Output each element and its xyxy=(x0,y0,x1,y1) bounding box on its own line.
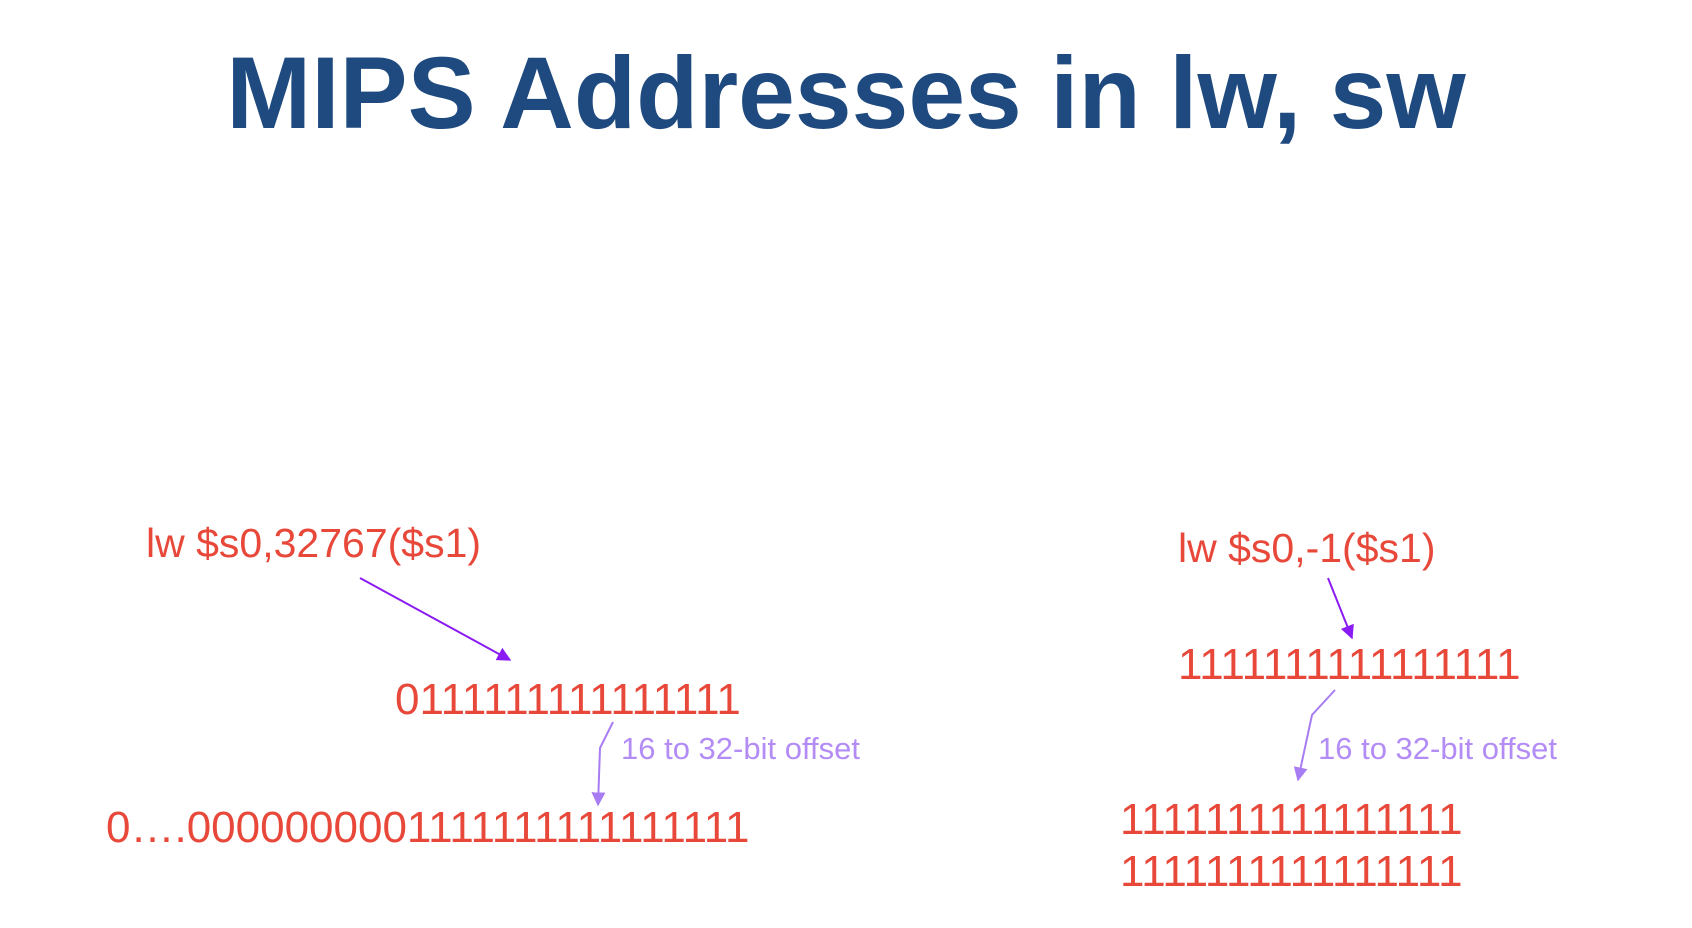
right-offset-32bit-line1: 1111111111111111 xyxy=(1120,795,1463,844)
left-instruction: lw $s0,32767($s1) xyxy=(146,520,482,566)
left-instruction-arrow xyxy=(359,577,512,661)
slide-title: MIPS Addresses in lw, sw xyxy=(226,36,1466,150)
right-offset-16bit: 1111111111111111 xyxy=(1178,640,1521,689)
right-extension-label: 16 to 32-bit offset xyxy=(1318,731,1557,766)
left-extension-label: 16 to 32-bit offset xyxy=(621,731,860,766)
left-extension-arrow xyxy=(591,721,614,807)
left-offset-32bit: 0….0000000001111111111111111 xyxy=(106,803,750,852)
left-offset-16bit: 0111111111111111 xyxy=(395,675,741,724)
right-offset-32bit-line2: 1111111111111111 xyxy=(1120,847,1463,896)
right-instruction-arrow xyxy=(1327,577,1354,640)
right-instruction: lw $s0,-1($s1) xyxy=(1178,525,1436,571)
